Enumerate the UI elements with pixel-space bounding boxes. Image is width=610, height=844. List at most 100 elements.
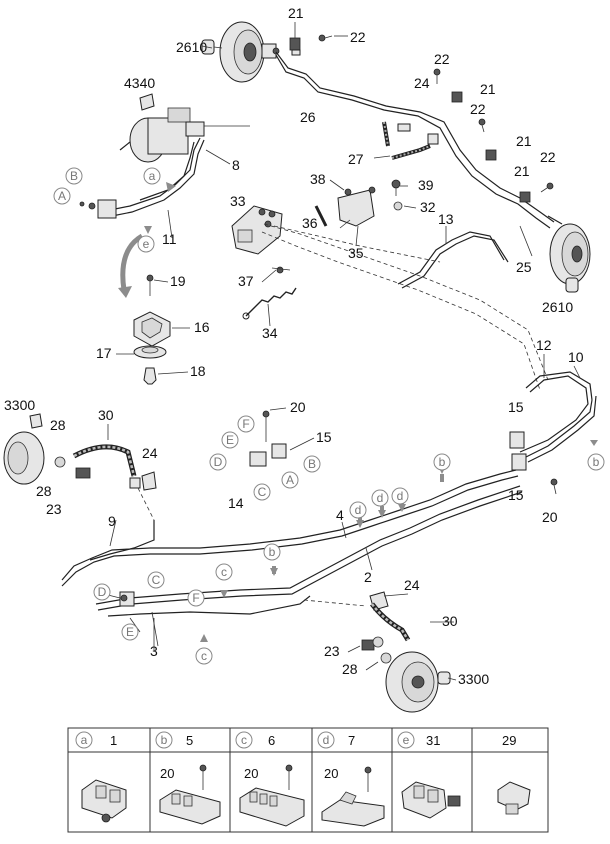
svg-text:20: 20: [244, 766, 258, 781]
callout-22d: 22: [540, 149, 556, 165]
mark-c-2: c: [195, 647, 213, 665]
mark-b-1: b: [433, 453, 451, 471]
callout-8: 8: [232, 157, 240, 173]
callout-3300-top: 3300: [4, 397, 35, 413]
brake-hose-30-right: [370, 602, 411, 642]
bolt-19: [146, 274, 154, 296]
callout-2: 2: [364, 569, 372, 585]
arrow-e: [144, 226, 152, 234]
callout-9: 9: [108, 513, 116, 529]
abs-modulator-33: [231, 205, 283, 255]
bolt-22a: [318, 34, 333, 42]
bolt-23b: [361, 639, 375, 651]
legend-clip-29: [497, 781, 531, 815]
proportioning-valve: [79, 199, 117, 219]
callout-15b: 15: [508, 487, 524, 503]
svg-text:E: E: [226, 433, 234, 447]
clip-21d: [519, 191, 531, 203]
mark-d-3: d: [391, 487, 409, 505]
mark-A-top: A: [53, 187, 71, 205]
callout-26: 26: [300, 109, 316, 125]
grommet-16: [133, 311, 171, 347]
clip-21c: [485, 149, 497, 161]
connector-15b: [511, 453, 527, 471]
mark-C-mid: C: [253, 483, 271, 501]
bolt-22d: [540, 182, 554, 193]
svg-text:a: a: [81, 733, 88, 747]
bolt-23a: [75, 467, 91, 479]
mark-e-top: e: [137, 235, 155, 253]
callout-3: 3: [150, 643, 158, 659]
callout-12: 12: [536, 337, 552, 353]
callout-20a: 20: [290, 399, 306, 415]
svg-text:d: d: [355, 503, 362, 517]
svg-text:29: 29: [502, 733, 516, 748]
svg-text:A: A: [286, 473, 294, 487]
svg-text:31: 31: [426, 733, 440, 748]
callout-3300-bottom: 3300: [458, 671, 489, 687]
rear-brake-drum-top: [549, 223, 591, 285]
legend-header-a: a 1: [75, 731, 117, 749]
mark-c-1: c: [215, 563, 233, 581]
mark-E-low: E: [121, 623, 139, 641]
callout-13: 13: [438, 211, 454, 227]
callout-2610-top: 2610: [176, 39, 207, 55]
callout-36: 36: [302, 215, 318, 231]
arrow-c-1: [220, 590, 228, 598]
sensor-connector-2610-bottom: [565, 277, 579, 293]
washer-28c: [372, 636, 392, 664]
callout-4340: 4340: [124, 75, 155, 91]
svg-text:a: a: [149, 169, 156, 183]
svg-text:d: d: [397, 489, 404, 503]
callout-11: 11: [162, 231, 177, 247]
svg-text:1: 1: [110, 733, 117, 748]
callout-24b: 24: [142, 445, 158, 461]
callout-35: 35: [348, 245, 364, 261]
bolt-22b: [433, 68, 441, 84]
callout-2610-bottom: 2610: [542, 299, 573, 315]
callout-15c: 15: [316, 429, 332, 445]
svg-text:B: B: [308, 457, 316, 471]
legend-header-d: d 7: [317, 731, 355, 749]
mark-F-mid: F: [237, 415, 255, 433]
pin-36: [314, 205, 328, 227]
callout-23b: 23: [324, 643, 340, 659]
svg-text:b: b: [439, 455, 446, 469]
callout-30a: 30: [98, 407, 114, 423]
mark-d-1: d: [349, 501, 367, 519]
callout-32: 32: [420, 199, 436, 215]
svg-text:F: F: [242, 417, 249, 431]
svg-text:c: c: [241, 733, 247, 747]
mark-F-low: F: [187, 589, 205, 607]
callout-38: 38: [310, 171, 326, 187]
mark-b-right: b: [587, 453, 605, 471]
junction-block-14: [249, 410, 287, 467]
callout-15a: 15: [508, 399, 524, 415]
svg-text:C: C: [258, 485, 267, 499]
callout-24c: 24: [404, 577, 420, 593]
svg-text:b: b: [161, 733, 168, 747]
svg-text:B: B: [70, 169, 78, 183]
svg-text:C: C: [152, 573, 161, 587]
arrow-c-2: [200, 634, 208, 642]
callout-30b: 30: [442, 613, 458, 629]
svg-text:e: e: [403, 733, 410, 747]
callout-4: 4: [336, 507, 344, 523]
svg-text:A: A: [58, 189, 66, 203]
callout-21d: 21: [514, 163, 530, 179]
callout-14: 14: [228, 495, 244, 511]
reservoir-cap-4340: [139, 93, 155, 111]
legend-clip-6: 20: [239, 764, 305, 827]
leader-lines: [107, 22, 581, 681]
svg-text:b: b: [593, 455, 600, 469]
master-cylinder: [119, 107, 205, 163]
svg-text:E: E: [126, 625, 134, 639]
callout-28c: 28: [342, 661, 358, 677]
bolt-20-right: [550, 478, 558, 495]
bracket-24a: [141, 471, 157, 491]
legend-clip-1: [81, 779, 127, 823]
bolt-22c: [478, 118, 486, 133]
legend-table: a 1 b 5 c 6 d 7 e 31 29: [67, 727, 549, 833]
mark-b-2: b: [263, 543, 281, 561]
